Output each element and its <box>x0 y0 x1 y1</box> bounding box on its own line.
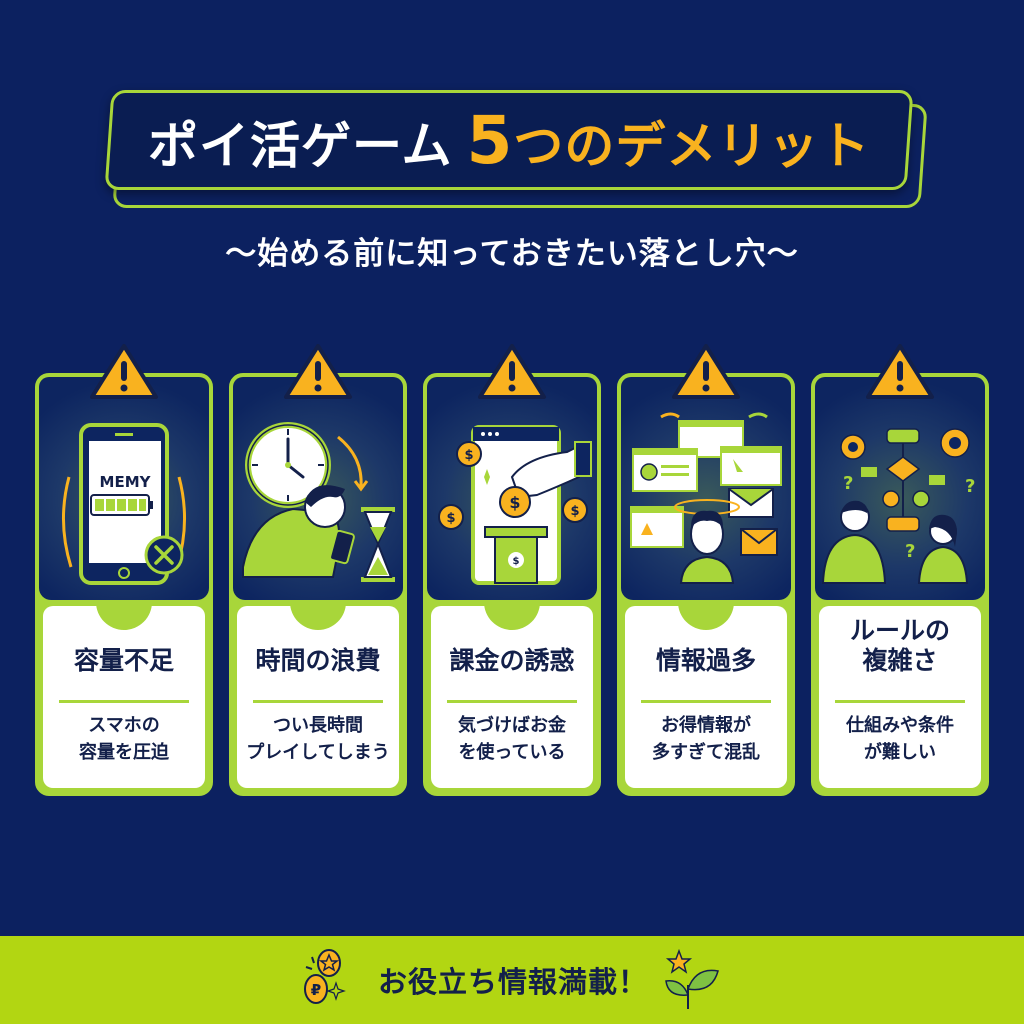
title-line-1: ルールの <box>849 616 950 645</box>
desc-line-1: つい長時間 <box>273 715 363 736</box>
desc-line-2: が難しい <box>864 742 936 763</box>
demerit-cards: MEMY 容量不足 スマホの 容量を圧迫 <box>35 343 995 798</box>
title-banner: ポイ活ゲーム 5 つのデメリット <box>104 90 928 208</box>
svg-text:$: $ <box>570 504 579 519</box>
title-part2: つのデメリット <box>513 116 871 175</box>
sprout-icon <box>665 949 719 1009</box>
card-title: 時間の浪費 <box>255 646 381 675</box>
card-time-waste: 時間の浪費 つい長時間 プレイしてしまう <box>229 373 407 796</box>
footer-text: お役立ち情報満載！ <box>377 965 648 999</box>
card-divider <box>835 700 965 703</box>
card-billing-temptation: $ $ $ $ $ 課金の誘惑 気づけばお金 を使っている <box>423 373 601 796</box>
desc-line-1: スマホの <box>88 715 160 736</box>
card-text-panel: ルールの 複雑さ 仕組みや条件 が難しい <box>819 606 981 788</box>
card-divider <box>447 700 577 703</box>
warning-icon <box>284 344 352 399</box>
card-description: 気づけばお金 を使っている <box>431 712 593 766</box>
svg-text:$: $ <box>464 448 473 463</box>
desc-line-1: 気づけばお金 <box>458 715 566 736</box>
title-number: 5 <box>466 101 514 179</box>
card-description: つい長時間 プレイしてしまう <box>237 712 399 766</box>
coin-payment-icon: $ $ $ $ $ <box>427 377 597 600</box>
card-divider <box>59 700 189 703</box>
card-title: 課金の誘惑 <box>449 646 575 675</box>
card-notch <box>290 602 346 630</box>
desc-line-2: を使っている <box>458 742 566 763</box>
card-title: ルールの 複雑さ <box>819 616 981 676</box>
card-notch <box>484 602 540 630</box>
warning-icon <box>90 344 158 399</box>
card-divider <box>641 700 771 703</box>
phone-storage-full-icon: MEMY <box>39 377 209 600</box>
title-banner-front-frame: ポイ活ゲーム 5 つのデメリット <box>104 90 914 190</box>
svg-text:$: $ <box>446 511 455 526</box>
complex-rules-flowchart-icon: ? ? ? <box>815 377 985 600</box>
card-divider <box>253 700 383 703</box>
card-notch <box>678 602 734 630</box>
card-text-panel: 課金の誘惑 気づけばお金 を使っている <box>431 602 593 788</box>
svg-text:?: ? <box>965 476 975 497</box>
information-overload-icon <box>621 377 791 600</box>
warning-icon <box>866 344 934 399</box>
svg-text:?: ? <box>905 541 915 562</box>
svg-text:MEMY: MEMY <box>100 473 152 491</box>
clock-hourglass-person-icon <box>233 377 403 600</box>
card-description: スマホの 容量を圧迫 <box>43 712 205 766</box>
page-title: ポイ活ゲーム 5 つのデメリット <box>148 102 870 179</box>
title-part1: ポイ活ゲーム <box>147 116 453 175</box>
card-title: 情報過多 <box>655 646 756 675</box>
svg-text:₽: ₽ <box>311 981 321 999</box>
desc-line-1: 仕組みや条件 <box>846 715 954 736</box>
footer-banner: ₽ お役立ち情報満載！ <box>0 936 1024 1024</box>
card-description: 仕組みや条件 が難しい <box>819 712 981 766</box>
desc-line-2: 多すぎて混乱 <box>652 742 760 763</box>
warning-icon <box>478 344 546 399</box>
card-information-overload: 情報過多 お得情報が 多すぎて混乱 <box>617 373 795 796</box>
svg-text:?: ? <box>843 473 853 494</box>
warning-icon <box>672 344 740 399</box>
coins-icon: ₽ <box>303 949 346 1004</box>
card-complex-rules: ? ? ? ルールの 複雑さ 仕組みや条件 が難しい <box>811 373 989 796</box>
subtitle: 〜始める前に知っておきたい落とし穴〜 <box>225 236 799 272</box>
card-title: 容量不足 <box>73 646 174 675</box>
title-line-2: 複雑さ <box>862 646 938 675</box>
card-description: お得情報が 多すぎて混乱 <box>625 712 787 766</box>
card-text-panel: 容量不足 スマホの 容量を圧迫 <box>43 602 205 788</box>
card-text-panel: 時間の浪費 つい長時間 プレイしてしまう <box>237 602 399 788</box>
card-notch <box>96 602 152 630</box>
desc-line-2: 容量を圧迫 <box>79 742 169 763</box>
desc-line-1: お得情報が <box>661 715 751 736</box>
card-text-panel: 情報過多 お得情報が 多すぎて混乱 <box>625 602 787 788</box>
svg-text:$: $ <box>509 493 520 512</box>
desc-line-2: プレイしてしまう <box>246 742 390 763</box>
card-storage: MEMY 容量不足 スマホの 容量を圧迫 <box>35 373 213 796</box>
svg-text:$: $ <box>513 556 520 567</box>
